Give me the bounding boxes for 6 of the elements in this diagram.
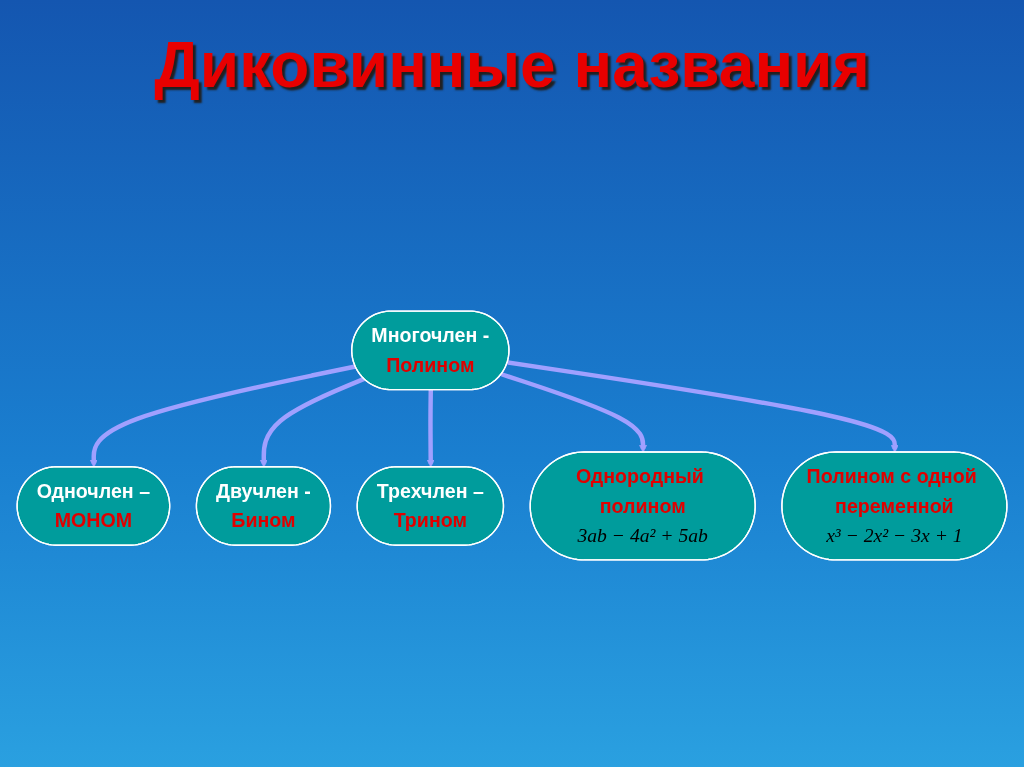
arrow — [89, 364, 356, 468]
arrow — [426, 389, 435, 468]
arrow — [500, 372, 647, 453]
arrow — [507, 360, 899, 453]
arrow — [259, 376, 365, 468]
title: Диковинные названия — [154, 28, 870, 103]
